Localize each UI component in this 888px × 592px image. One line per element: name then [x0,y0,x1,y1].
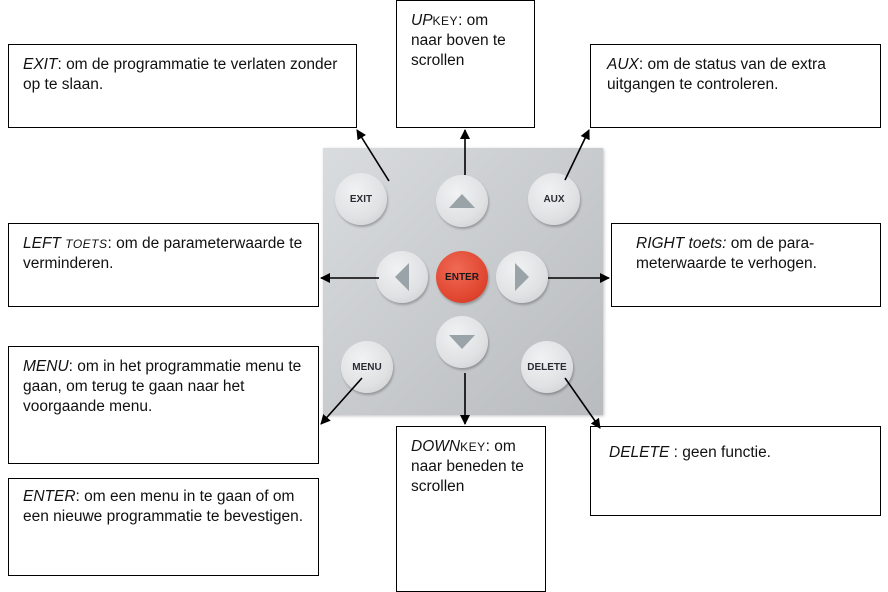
delete-pointer-arrow [564,377,601,429]
right-key-name: RIGHT toets: [636,235,727,252]
left-key-suffix: TOETS [65,237,108,251]
delete-callout: DELETE : geen functie. [590,426,881,516]
left-key-name: LEFT [23,235,61,252]
keypad: EXIT AUX ENTER MENU DELETE [323,148,603,415]
menu-description: : om in het programmatie menu te gaan, o… [23,358,302,415]
right-description: om de para-meterwaarde te verhogen. [636,235,817,272]
enter-description: : om een menu in te gaan of om een nieuw… [23,488,304,525]
exit-key[interactable]: EXIT [335,173,387,225]
aux-key-label: AUX [543,193,565,205]
enter-key-label: ENTER [445,271,479,283]
left-callout: LEFT TOETS: om de parameterwaarde te ver… [8,223,319,307]
right-key[interactable] [496,251,548,303]
aux-callout: AUX: om de status van de extra uitgangen… [590,44,881,128]
down-description: : om naar beneden te scrollen [411,438,524,495]
menu-callout: MENU: om in het programmatie menu te gaa… [8,346,319,464]
right-callout: RIGHT toets: om de para-meterwaarde te v… [611,223,881,307]
up-key-suffix: KEY [432,14,459,28]
aux-key-name: AUX [607,56,639,73]
exit-description: : om de programmatie te verlaten zonder … [23,56,338,93]
menu-key-name: MENU [23,358,69,375]
up-description: : om naar boven te scrollen [411,12,506,69]
exit-pointer-arrow [356,129,390,182]
right-arrow-icon [515,263,529,291]
menu-pointer-arrow [320,377,363,425]
exit-key-name: EXIT [23,56,58,73]
enter-callout: ENTER: om een menu in te gaan of om een … [8,478,319,576]
enter-key[interactable]: ENTER [436,251,488,303]
aux-key[interactable]: AUX [528,173,580,225]
down-key-suffix: KEY [460,440,486,454]
delete-key[interactable]: DELETE [521,341,573,393]
down-arrow-icon [449,335,475,349]
up-callout: UPKEY: om naar boven te scrollen [396,0,535,128]
left-description: : om de parameterwaarde te verminderen. [23,235,303,272]
aux-description: : om de status van de extra uitgangen te… [607,56,826,93]
aux-pointer-arrow [564,129,590,181]
down-key-name: DOWN [411,438,461,455]
left-key[interactable] [376,251,428,303]
delete-key-label: DELETE [527,361,567,373]
up-arrow-icon [449,194,475,208]
menu-key-label: MENU [352,361,382,373]
delete-key-name: DELETE [609,444,670,461]
exit-callout: EXIT: om de programmatie te verlaten zon… [8,44,357,128]
exit-key-label: EXIT [349,193,373,205]
up-key-name: UP [411,12,433,29]
down-key[interactable] [436,316,488,368]
enter-key-name: ENTER [23,488,76,505]
down-callout: DOWNKEY: om naar beneden te scrollen [396,426,546,592]
up-key[interactable] [436,175,488,227]
delete-description: : geen functie. [669,444,771,461]
left-arrow-icon [395,263,409,291]
menu-key[interactable]: MENU [341,341,393,393]
